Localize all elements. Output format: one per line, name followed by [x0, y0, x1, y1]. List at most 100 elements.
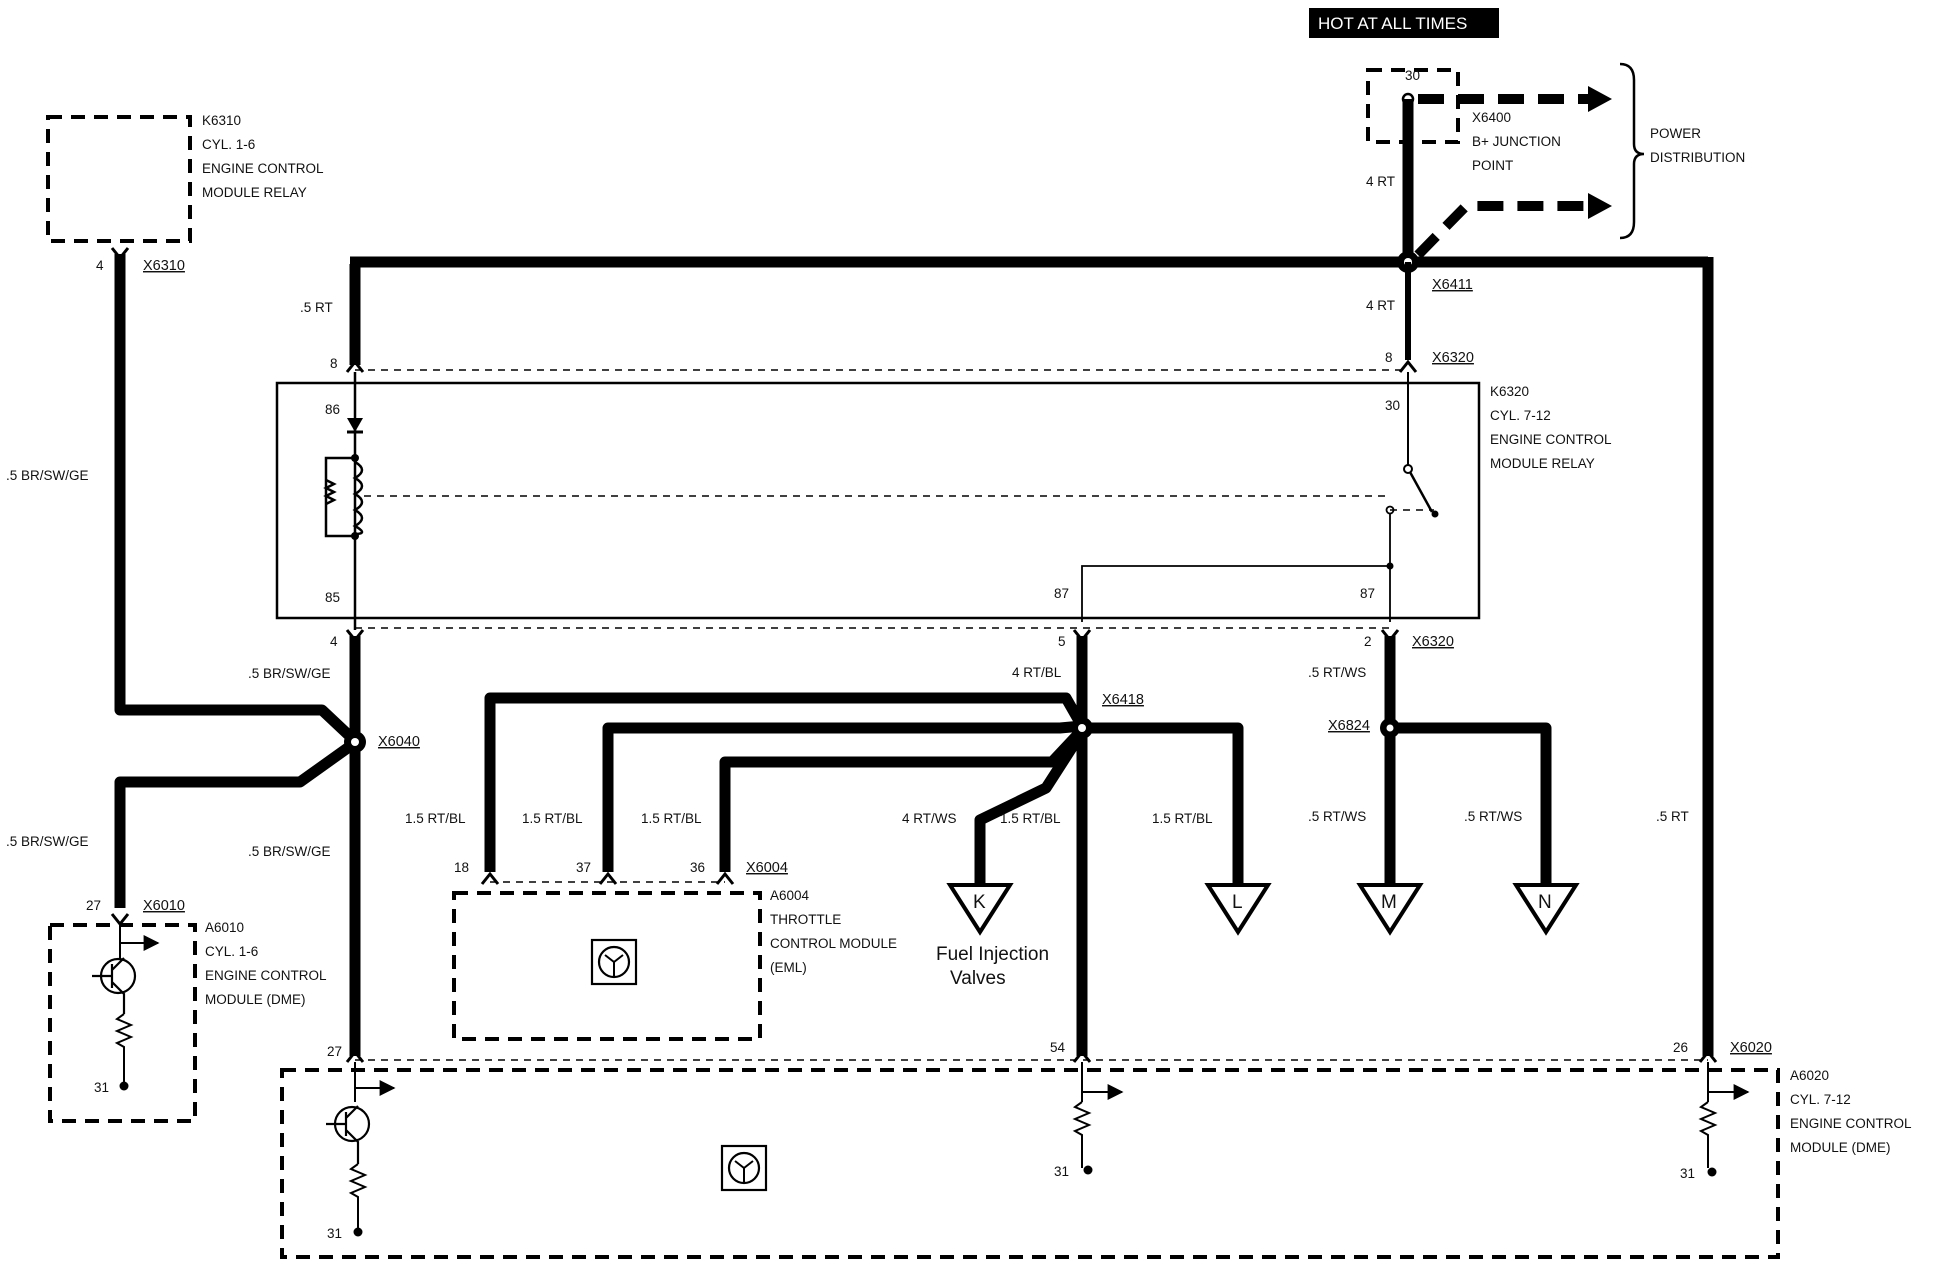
power-distribution-line1: POWER — [1650, 126, 1701, 141]
k6320-pin-30: 30 — [1385, 398, 1400, 413]
hot-label: HOT AT ALL TIMES — [1318, 14, 1467, 33]
wire-x6418-to-pin37 — [602, 720, 1083, 872]
fuel-injection-label-line2: Valves — [950, 968, 1006, 989]
a6010-pin-27: 27 — [86, 898, 101, 913]
wire-pin36-label: 1.5 RT/BL — [641, 811, 702, 826]
a6020-pin-27: 27 — [327, 1044, 342, 1059]
wire-a6010-label: .5 BR/SW/GE — [6, 834, 89, 849]
x6400-junction-line1: B+ JUNCTION — [1472, 134, 1561, 149]
terminal-l: L — [1204, 883, 1272, 936]
k6320-pin-87-left: 87 — [1054, 586, 1069, 601]
k6310-pin-4: 4 — [96, 258, 104, 273]
a6004-pin-18: 18 — [454, 860, 469, 875]
hot-at-all-times-badge: HOT AT ALL TIMES — [1309, 8, 1499, 38]
wire-x6824-to-n — [1390, 722, 1552, 892]
k6320-pin-4: 4 — [330, 634, 338, 649]
a6020-id: A6020 — [1790, 1068, 1829, 1083]
terminal-n-letter: N — [1538, 892, 1552, 913]
k6310-connector: X6310 — [143, 258, 185, 274]
k6320-pin-86: 86 — [325, 402, 340, 417]
a6004-line2: CONTROL MODULE — [770, 936, 897, 951]
a6020-pin-26: 26 — [1673, 1040, 1688, 1055]
wire-pin18-label: 1.5 RT/BL — [405, 811, 466, 826]
wire-x6418-in-label: 4 RT/BL — [1012, 665, 1062, 680]
power-distribution-arrows: POWER DISTRIBUTION — [1414, 62, 1745, 259]
terminal-m: M — [1356, 883, 1424, 936]
a6020-pin-54: 54 — [1050, 1040, 1066, 1055]
splice-x6824-label: X6824 — [1328, 718, 1370, 734]
k6320-line3: MODULE RELAY — [1490, 456, 1595, 471]
x6400-pin-30: 30 — [1405, 68, 1420, 83]
a6004-pin-36: 36 — [690, 860, 705, 875]
k6320-pin-2: 2 — [1364, 634, 1372, 649]
k6310-id: K6310 — [202, 113, 241, 128]
wire-x6824-in-label: .5 RT/WS — [1308, 665, 1366, 680]
splice-x6411-label: X6411 — [1432, 277, 1473, 293]
a6004-connector: X6004 — [746, 860, 788, 876]
wire-x6418-to-l — [1082, 722, 1244, 892]
a6020-ground-31-middle: 31 — [1054, 1164, 1069, 1179]
terminal-k-letter: K — [973, 892, 986, 913]
k6320-pin-8-right: 8 — [1385, 350, 1393, 365]
a6004-pin-37: 37 — [576, 860, 591, 875]
a6010-line1: CYL. 1-6 — [205, 944, 258, 959]
terminal-k: K — [946, 883, 1014, 936]
a6004-throttle-module: 18 37 36 X6004 A6004 THROTTLE CONTROL MO… — [452, 860, 897, 1041]
a6020-dme: 27 54 26 X6020 A6020 CYL. 7-12 ENGINE CO… — [280, 1040, 1912, 1259]
wire-k6310-to-x6040 — [114, 254, 360, 747]
a6020-line1: CYL. 7-12 — [1790, 1092, 1851, 1107]
k6320-line1: CYL. 7-12 — [1490, 408, 1551, 423]
a6004-line1: THROTTLE — [770, 912, 841, 927]
k6320-relay: 8 8 X6320 K6320 CYL. 7-12 ENGINE CONTROL… — [275, 350, 1612, 650]
a6020-connector: X6020 — [1730, 1040, 1772, 1056]
x6400-junction: 30 X6400 B+ JUNCTION POINT — [1366, 68, 1561, 173]
wire-down-label: 1.5 RT/BL — [1000, 811, 1061, 826]
k6320-line2: ENGINE CONTROL — [1490, 432, 1612, 447]
wire-x6418-to-pin18 — [484, 692, 1087, 872]
k6320-pin-5: 5 — [1058, 634, 1066, 649]
a6020-ground-31-left: 31 — [327, 1226, 342, 1241]
power-distribution-line2: DISTRIBUTION — [1650, 150, 1745, 165]
k6320-id: K6320 — [1490, 384, 1529, 399]
a6004-id: A6004 — [770, 888, 810, 903]
a6004-module-symbol-icon — [590, 938, 638, 986]
wire-4rt-upper-label: 4 RT — [1366, 174, 1395, 189]
terminal-m-letter: M — [1381, 892, 1397, 913]
wire-x6418-to-k — [974, 729, 1087, 900]
k6310-line3: MODULE RELAY — [202, 185, 307, 200]
wire-pin37-label: 1.5 RT/BL — [522, 811, 583, 826]
fuel-injection-label-line1: Fuel Injection — [936, 944, 1049, 965]
x6400-connector-label: X6400 — [1472, 110, 1511, 125]
k6320-connector-bottom: X6320 — [1412, 634, 1454, 650]
a6020-line2: ENGINE CONTROL — [1790, 1116, 1912, 1131]
wire-x6040-top-label: .5 BR/SW/GE — [248, 666, 331, 681]
a6004-line3: (EML) — [770, 960, 807, 975]
wire-m-label: .5 RT/WS — [1308, 809, 1366, 824]
wire-5rt-right-label: .5 RT — [1656, 809, 1689, 824]
a6020-module-symbol-icon — [720, 1144, 768, 1192]
k6320-pin-87-right: 87 — [1360, 586, 1375, 601]
a6010-id: A6010 — [205, 920, 244, 935]
wire-n-label: .5 RT/WS — [1464, 809, 1522, 824]
wire-4rt-lower-label: 4 RT — [1366, 298, 1395, 313]
splice-x6040-label: X6040 — [378, 734, 420, 750]
x6400-junction-line2: POINT — [1472, 158, 1513, 173]
wire-k6310-label: .5 BR/SW/GE — [6, 468, 89, 483]
splice-x6418-label: X6418 — [1102, 692, 1144, 708]
a6010-line2: ENGINE CONTROL — [205, 968, 327, 983]
wire-k-label: 4 RT/WS — [902, 811, 957, 826]
k6320-pin-85: 85 — [325, 590, 340, 605]
a6010-ground-31: 31 — [94, 1080, 109, 1095]
wire-l-label: 1.5 RT/BL — [1152, 811, 1213, 826]
a6020-line3: MODULE (DME) — [1790, 1140, 1891, 1155]
k6320-pin-8-left: 8 — [330, 356, 338, 371]
k6310-line1: CYL. 1-6 — [202, 137, 255, 152]
k6320-connector-top: X6320 — [1432, 350, 1474, 366]
k6310-relay: K6310 CYL. 1-6 ENGINE CONTROL MODULE REL… — [46, 113, 324, 274]
terminal-l-letter: L — [1232, 892, 1243, 913]
wire-x6040-to-a6010 — [114, 737, 360, 908]
terminal-n: N — [1512, 883, 1580, 936]
wire-5rt-left-label: .5 RT — [300, 300, 333, 315]
a6010-connector: X6010 — [143, 898, 185, 914]
